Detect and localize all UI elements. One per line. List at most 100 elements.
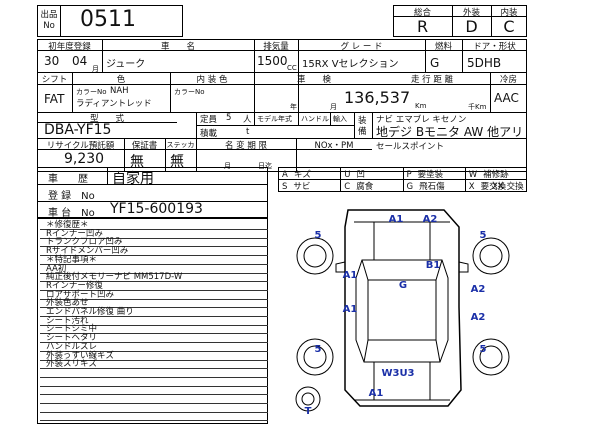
legend-code: X xyxy=(468,182,475,192)
legend-text: 要塗装 xyxy=(417,170,444,180)
legend-text: 凹 xyxy=(356,170,365,180)
note-rule xyxy=(40,411,268,413)
legend-item: P 要塗装 xyxy=(407,168,463,180)
legend-code: G xyxy=(406,182,414,192)
exterior-grade-label: 外装 xyxy=(462,8,480,18)
grade-label: グ レ ー ド xyxy=(340,42,383,52)
ac-value: AAC xyxy=(494,91,519,105)
note-line-text: ロアサポート凹み xyxy=(46,289,115,300)
note-rule xyxy=(40,246,268,248)
note-line-text: 外装色あせ xyxy=(46,298,89,309)
note-rule xyxy=(40,359,268,361)
equipment-label-top: 装 xyxy=(358,116,367,126)
damage-label: A1 xyxy=(343,304,358,315)
damage-label: B1 xyxy=(426,260,441,271)
lot-number: 0511 xyxy=(80,7,136,32)
lot-box xyxy=(37,5,183,37)
mileage-label: 走 行 距 離 xyxy=(410,75,454,85)
recycle-value: 9,230 xyxy=(64,151,105,167)
info-grid xyxy=(37,39,527,172)
ac-label: 冷房 xyxy=(499,75,517,85)
warranty-value: 無 xyxy=(130,154,144,170)
note-rule xyxy=(40,385,268,387)
doors-value: 5DHB xyxy=(467,56,502,70)
note-line-text: 外装スリキズ xyxy=(46,359,98,370)
note-line-text: トランクフロア凹み xyxy=(46,237,123,248)
sales-point-label: セールスポイント xyxy=(376,142,445,152)
inspection-label: 車 検 xyxy=(296,75,331,85)
car-name: ジューク xyxy=(106,59,146,70)
handle-label: ハンドル xyxy=(301,115,329,123)
shift-label: シフト xyxy=(41,75,68,85)
interior-color-no-label: カラーNo xyxy=(174,88,205,96)
notes-panel xyxy=(37,218,268,424)
legend-code: S xyxy=(282,182,288,192)
note-rule xyxy=(40,376,268,378)
damage-label: A1 xyxy=(389,214,404,225)
damage-label: A2 xyxy=(471,312,486,323)
reg-no-label: 登 録 No xyxy=(48,191,95,202)
history-value: 自家用 xyxy=(112,171,154,187)
color-no-label: カラーNo xyxy=(76,88,107,96)
recycle-label: リサイクル預託額 xyxy=(46,141,115,151)
reg-label: 初年度登録 xyxy=(48,42,91,52)
legend-code: XX xyxy=(492,182,504,192)
equipment-line1: ナビ エマブレ キセノン xyxy=(376,115,467,125)
displacement-unit: CC xyxy=(287,64,297,72)
legend-text: 要交換 xyxy=(480,182,507,192)
equipment-line2: 地デジ Bモニタ AW 他アリ xyxy=(376,125,524,139)
damage-label: A1 xyxy=(343,270,358,281)
damage-label: 5 xyxy=(480,344,487,355)
note-line-text: ハンドルスレ xyxy=(46,341,98,352)
reg-year: 30 xyxy=(44,54,60,68)
legend-code: P xyxy=(406,170,412,180)
load-label: 積載 xyxy=(200,129,218,139)
equipment-label-bottom: 備 xyxy=(358,127,367,137)
note-rule xyxy=(40,229,268,230)
history-label: 車 歴 xyxy=(48,174,88,185)
damage-label: 5 xyxy=(480,230,487,241)
grade-box xyxy=(393,5,527,37)
legend-text: サビ xyxy=(293,182,311,192)
interior-grade: C xyxy=(503,17,515,36)
load-unit: t xyxy=(246,127,250,137)
mileage-km-unit: Km xyxy=(415,102,427,110)
note-rule xyxy=(40,298,268,300)
reg-month: 04 xyxy=(72,54,88,68)
note-line-text: シート汚れ xyxy=(46,315,89,326)
note-line-text: ＊特記事項＊ xyxy=(46,254,98,265)
note-rule xyxy=(40,263,268,265)
note-line-text: シートヘタリ xyxy=(46,333,98,344)
legend-item: C 腐食 xyxy=(344,180,400,192)
note-line-text: Rインナー凹み xyxy=(46,228,103,239)
note-rule xyxy=(40,272,268,274)
sticker-value: 無 xyxy=(170,154,184,170)
capacity-label: 定員 xyxy=(200,115,218,125)
model-year-label: モデル年式 xyxy=(257,115,292,123)
damage-label: 5 xyxy=(315,344,322,355)
overall-grade-label: 総合 xyxy=(413,8,431,18)
legend-text: 腐食 xyxy=(356,182,374,192)
model-label: 車 名 xyxy=(160,42,195,52)
note-rule xyxy=(40,316,268,317)
legend-code: C xyxy=(344,182,351,192)
note-rule xyxy=(40,333,268,335)
legend-item: X 要交換 xyxy=(469,180,525,192)
lot-label-top: 出品 xyxy=(40,10,58,20)
damage-label: 5 xyxy=(315,230,322,241)
note-rule xyxy=(40,420,268,422)
legend-item: S サビ xyxy=(282,180,338,192)
chassis-value: YF15-600193 xyxy=(110,201,203,217)
color-name: ラディアントレッド xyxy=(76,99,152,109)
note-line-text: Rインナー修復 xyxy=(46,280,103,291)
inspection-year-unit: 年 xyxy=(290,103,297,111)
note-rule xyxy=(40,324,268,326)
damage-label: W3U3 xyxy=(381,368,414,379)
nox-label: NOx・PM xyxy=(314,141,354,151)
history-box xyxy=(37,167,268,218)
note-rule xyxy=(40,368,268,370)
change-date-unit: 日迄 xyxy=(258,162,272,170)
inspection-month-unit: 月 xyxy=(330,103,337,111)
